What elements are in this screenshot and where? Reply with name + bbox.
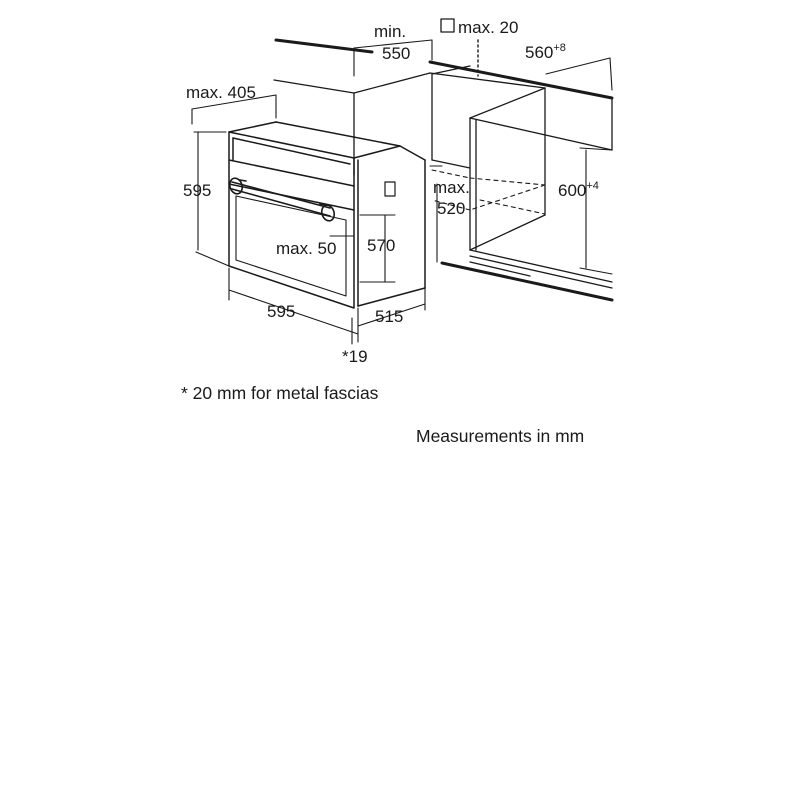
fascia-note: * 20 mm for metal fascias	[181, 383, 379, 403]
door-open-label: max. 50	[276, 239, 337, 258]
oven-height-label: 595	[183, 181, 212, 200]
vent-max-label: max. 20	[458, 18, 519, 37]
floor-depth-label: max.	[433, 178, 470, 197]
oven-width-label: 595	[267, 302, 296, 321]
vent-square-symbol	[440, 18, 455, 33]
floor-dashed-outline	[431, 169, 546, 215]
niche-width-tol: +8	[553, 42, 566, 54]
dimension-lines	[191, 39, 613, 345]
body-depth-label: 515	[375, 307, 404, 326]
fascia-label: *19	[342, 347, 368, 366]
oven-handle	[228, 177, 336, 222]
niche-height-label: 600+4	[558, 180, 599, 200]
niche-width-label: 560+8	[525, 42, 566, 62]
niche-width-base: 560	[525, 43, 554, 62]
units-note: Measurements in mm	[416, 426, 585, 446]
niche-min-value: 550	[382, 44, 411, 63]
oven-body	[228, 121, 426, 309]
top-depth-label: max. 405	[186, 83, 256, 102]
niche-height-base: 600	[558, 181, 587, 200]
niche-min-label: min.	[374, 22, 407, 41]
body-height-label: 570	[367, 236, 396, 255]
floor-depth-value: 520	[437, 199, 466, 218]
niche-outline	[273, 38, 614, 302]
niche-height-tol: +4	[586, 180, 599, 192]
